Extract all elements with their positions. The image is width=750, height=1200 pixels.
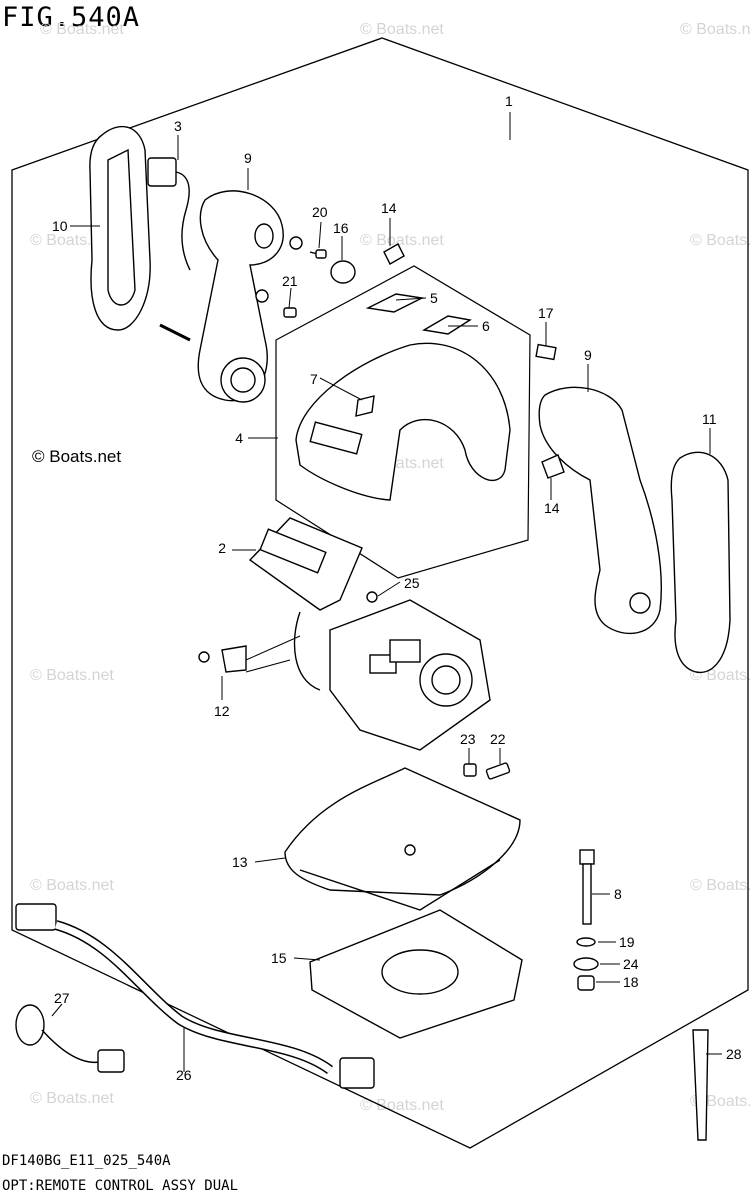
callout-14-top: 14: [381, 200, 397, 216]
watermark: © Boats.net: [40, 21, 124, 38]
copyright-text: © Boats.net: [32, 447, 122, 466]
callout-20: 20: [312, 204, 328, 220]
callout-18: 18: [623, 974, 639, 990]
callout-2: 2: [218, 540, 226, 556]
bolt-8: [579, 849, 595, 865]
washer-19: [576, 937, 596, 947]
callout-27: 27: [54, 990, 70, 1006]
watermark: © Boats.net: [360, 21, 444, 38]
nut-18: [577, 975, 595, 991]
callout-17: 17: [538, 305, 554, 321]
handle-grip-right: [670, 451, 731, 674]
callout-11: 11: [702, 411, 717, 427]
harness-connector: [15, 903, 57, 931]
callout-21: 21: [282, 273, 298, 289]
callout-6: 6: [482, 318, 490, 334]
cover-4: [295, 342, 511, 501]
bracket-12: [221, 645, 247, 673]
watermark: © Boats.net: [30, 667, 114, 684]
cover-box-outline: [275, 265, 531, 579]
lever-right: [538, 386, 662, 635]
emblem-5: [365, 293, 425, 313]
watermark: © Boats.net: [680, 21, 750, 38]
callout-25: 25: [404, 575, 420, 591]
watermark: © Boats.net: [360, 1097, 444, 1114]
callout-14-right: 14: [544, 500, 560, 516]
harness-27: [15, 1004, 45, 1046]
watermark: © Boats.net: [30, 1090, 114, 1107]
washer-24: [573, 957, 599, 971]
handle-grip-left: [89, 125, 151, 331]
base-plate-13: [284, 767, 521, 896]
callout-22: 22: [490, 731, 506, 747]
callout-3: 3: [174, 118, 182, 134]
callout-5: 5: [430, 290, 438, 306]
callout-15: 15: [271, 950, 287, 966]
callout-10: 10: [52, 218, 68, 234]
callout-26: 26: [176, 1067, 192, 1083]
clip-14-right: [541, 454, 565, 479]
figure-title: FIG.540A: [2, 2, 141, 33]
callout-24: 24: [623, 956, 639, 972]
watermark: © Boats.net: [360, 232, 444, 249]
connector-3: [147, 157, 177, 187]
callout-23: 23: [460, 731, 476, 747]
cap-16: [330, 260, 356, 284]
callout-1: 1: [505, 93, 513, 109]
emblem-6: [421, 315, 472, 335]
watermark: © Boats.net: [690, 232, 750, 249]
assembly-outline: [11, 37, 749, 1149]
callout-13: 13: [232, 854, 248, 870]
watermark: © Boats.net: [30, 877, 114, 894]
footer-code: DF140BG_E11_025_540A: [2, 1153, 171, 1169]
cable-tie-28: [692, 1029, 709, 1141]
callout-9-right: 9: [584, 347, 592, 363]
callout-9-left: 9: [244, 150, 252, 166]
callout-8: 8: [614, 886, 622, 902]
control-body: [329, 599, 491, 751]
callout-28: 28: [726, 1046, 742, 1062]
leader-lines: [51, 112, 722, 1072]
clip-14: [383, 243, 405, 265]
callout-12: 12: [214, 703, 230, 719]
footer-description: OPT:REMOTE CONTROL ASSY DUAL: [2, 1178, 239, 1194]
callout-7: 7: [310, 371, 318, 387]
callout-labels: 1 2 3 4 5 6 7 8 9 9 10 11 12 13 14 14 15…: [52, 93, 742, 1083]
callout-19: 19: [619, 934, 635, 950]
callout-16: 16: [333, 220, 349, 236]
watermark: © Boats.net: [690, 877, 750, 894]
callout-4: 4: [235, 430, 243, 446]
